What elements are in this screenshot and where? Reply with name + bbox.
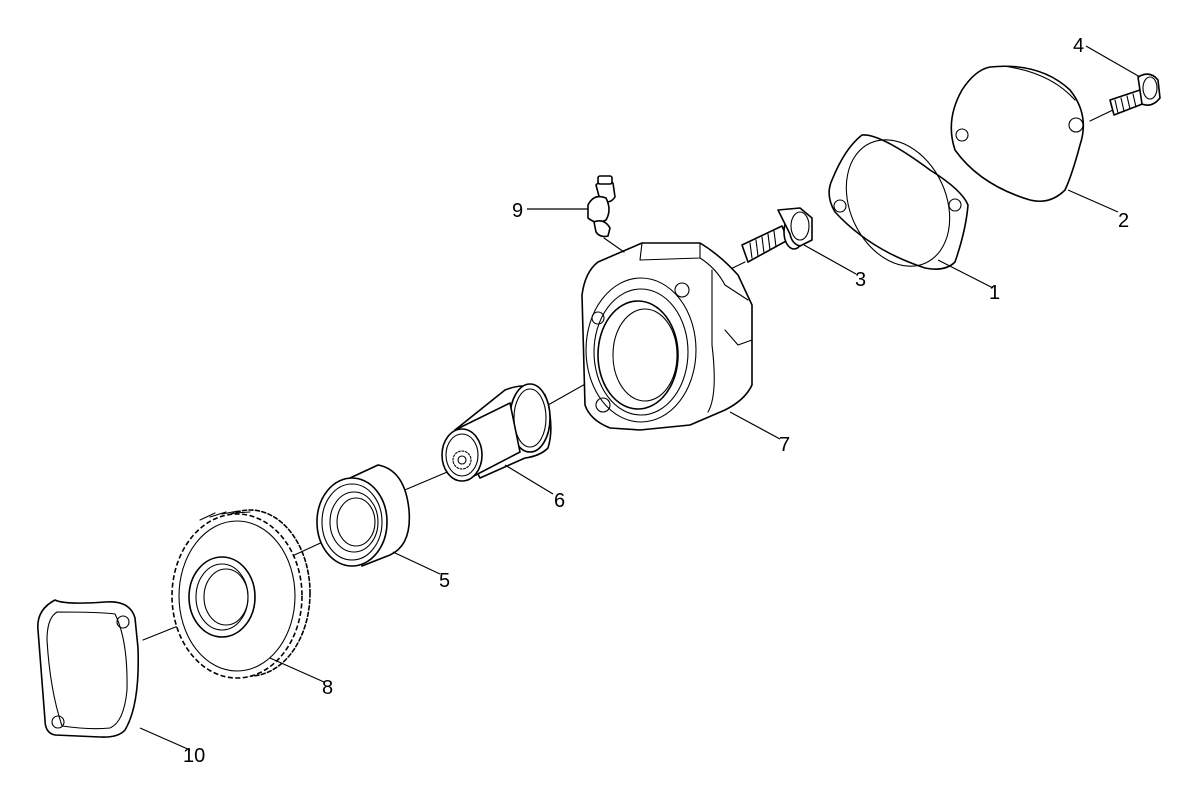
part-5-bushing — [316, 464, 411, 567]
part-7-housing — [581, 242, 753, 431]
callout-3: 3 — [855, 269, 866, 291]
part-6-splined-sleeve — [441, 383, 552, 482]
part-3-flange-bolt — [741, 207, 813, 263]
part-2-cover-plate — [950, 65, 1085, 203]
part-8-gear — [171, 509, 311, 679]
callout-9: 9 — [512, 200, 523, 222]
part-4-small-bolt — [1109, 73, 1161, 116]
callout-10: 10 — [183, 745, 205, 767]
callout-5: 5 — [439, 570, 450, 592]
leader-lines — [139, 45, 1141, 751]
callout-7: 7 — [779, 434, 790, 456]
part-9-grease-fitting — [587, 175, 625, 253]
callout-4: 4 — [1073, 35, 1084, 57]
part-10-gasket — [37, 599, 140, 738]
callout-6: 6 — [554, 490, 565, 512]
callout-8: 8 — [322, 677, 333, 699]
callout-labels: 1 2 3 4 5 6 7 8 9 10 — [183, 35, 1129, 767]
callout-2: 2 — [1118, 210, 1129, 232]
part-1-gasket — [828, 134, 969, 270]
callout-1: 1 — [989, 282, 1000, 304]
